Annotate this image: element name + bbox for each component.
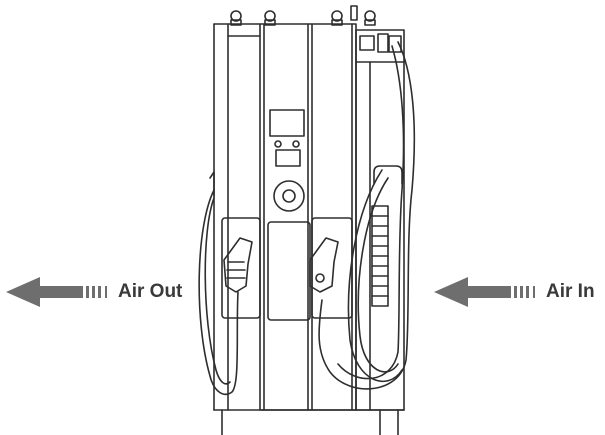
base-plinth	[213, 409, 405, 435]
air-in-arrow-icon	[434, 277, 535, 307]
charger-cabinet	[227, 23, 357, 411]
charger-display-icon	[269, 109, 305, 167]
access-door	[267, 221, 311, 321]
air-in-label: Air In	[546, 281, 595, 302]
charging-connector-icon	[223, 237, 253, 293]
lifting-eye-icons	[230, 5, 376, 26]
air-out-arrow-icon	[6, 277, 107, 307]
right-connector-holster	[311, 217, 353, 319]
card-reader-icon	[273, 180, 305, 212]
right-charging-cable	[318, 41, 416, 390]
air-out-label: Air Out	[118, 281, 183, 302]
cable-hook	[371, 165, 403, 307]
left-charging-cable	[198, 189, 239, 396]
charging-connector-icon	[309, 237, 339, 293]
left-side-panel	[213, 23, 261, 411]
left-connector-holster	[209, 171, 261, 319]
right-side-panel	[355, 29, 405, 411]
